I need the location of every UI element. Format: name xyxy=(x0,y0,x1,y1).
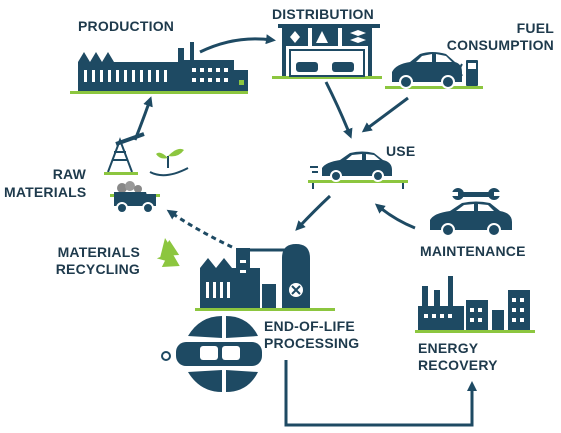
arrow-distribution-to-use xyxy=(324,81,353,139)
label-recycling-line1: MATERIALS xyxy=(57,244,140,260)
label-fuel-line1: FUEL xyxy=(516,20,554,36)
label-use: USE xyxy=(386,143,416,159)
power-plant-icon xyxy=(415,276,535,333)
fuel-car-icon xyxy=(385,52,483,89)
arrow-recycling-to-raw xyxy=(166,209,233,249)
arrow-eol-to-energy xyxy=(284,360,477,427)
label-fuel-line2: CONSUMPTION xyxy=(446,37,554,53)
label-distribution: DISTRIBUTION xyxy=(272,6,374,22)
maintenance-car-icon xyxy=(430,201,512,237)
recycle-icon xyxy=(156,238,180,268)
processing-plant-icon xyxy=(195,244,335,311)
car-on-road-icon xyxy=(308,151,408,189)
label-eol-line1: END-OF-LIFE xyxy=(264,318,355,334)
arrow-use-to-eol xyxy=(295,194,332,231)
label-raw-line1: RAW xyxy=(52,166,86,182)
arrow-maintenance-to-use xyxy=(374,203,416,230)
label-production: PRODUCTION xyxy=(78,18,175,34)
arrow-production-to-distribution xyxy=(199,34,276,54)
label-recycling-line2: RECYCLING xyxy=(55,261,140,277)
arrow-fuel-to-use xyxy=(361,96,409,133)
fuel-pump-icon xyxy=(459,60,478,86)
mining-truck-icon xyxy=(110,181,160,214)
label-energy-line2: RECOVERY xyxy=(418,357,498,373)
factory-icon xyxy=(70,42,248,94)
label-eol-line2: PROCESSING xyxy=(264,335,360,351)
label-raw-line2: MATERIALS xyxy=(4,184,87,200)
label-energy-line1: ENERGY xyxy=(418,340,479,356)
label-maintenance: MAINTENANCE xyxy=(420,243,526,259)
plant-in-hand-icon xyxy=(149,148,189,177)
dismantled-car-icon xyxy=(161,316,262,392)
wrench-icon xyxy=(452,188,500,200)
oil-derrick-icon xyxy=(104,132,145,175)
dealership-icon xyxy=(272,24,382,79)
